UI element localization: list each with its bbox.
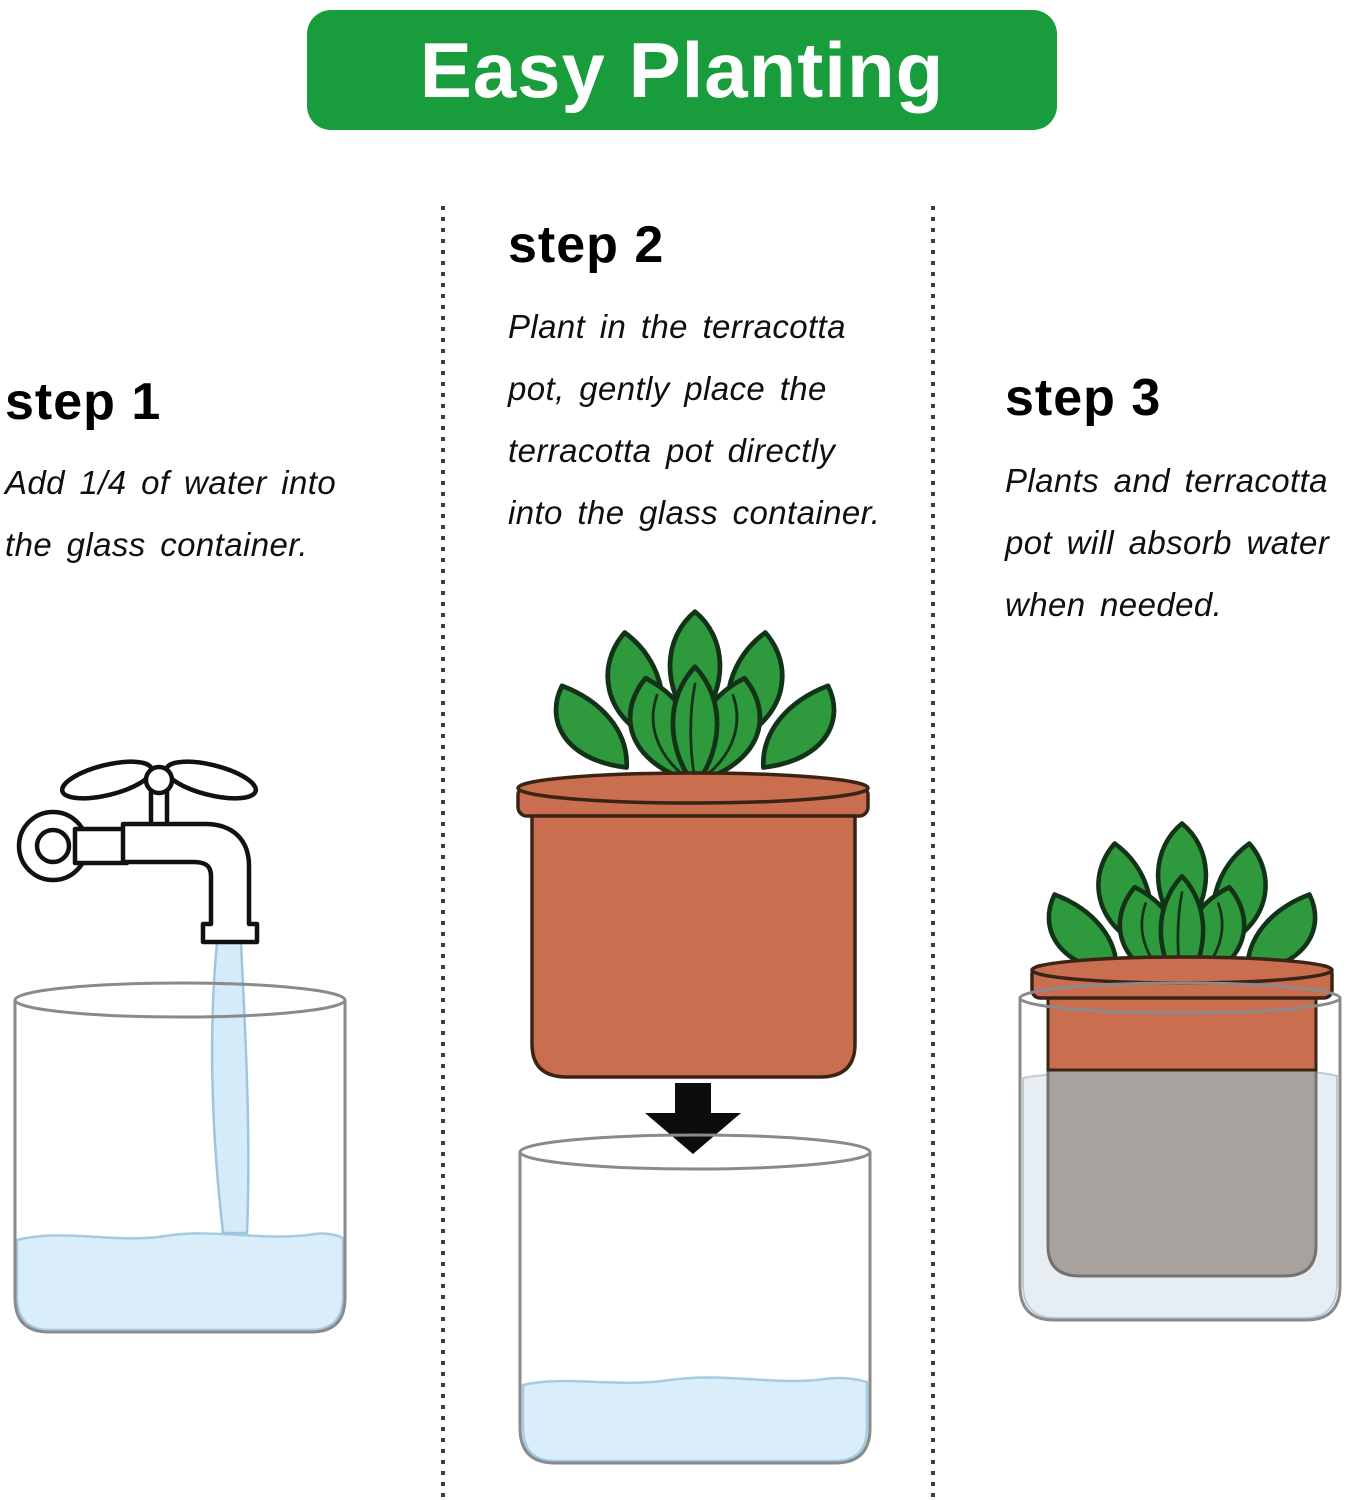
down-arrow-icon: [645, 1083, 741, 1154]
column-divider-left: [441, 206, 445, 1500]
column-divider-right: [931, 206, 935, 1500]
glass-container: [13, 981, 347, 1334]
glass-container: [1018, 981, 1342, 1322]
step3-line-2: pot will absorb water: [1005, 524, 1330, 561]
step3-description: Plants and terracotta pot will absorb wa…: [1005, 450, 1329, 636]
step3-heading: step 3: [1005, 369, 1162, 427]
step2-line-4: into the glass container.: [508, 494, 881, 531]
step2-line-2: pot, gently place the: [508, 370, 827, 407]
step2-description: Plant in the terracotta pot, gently plac…: [508, 296, 880, 544]
step1-line-2: the glass container.: [5, 526, 308, 563]
terracotta-pot-rim: [1030, 955, 1334, 1000]
submerged-pot-section: [1046, 1068, 1318, 1278]
step2-line-1: Plant in the terracotta: [508, 308, 846, 345]
water-in-glass: [521, 1376, 869, 1463]
step2-heading: step 2: [508, 216, 665, 274]
step1-heading: step 1: [5, 373, 162, 431]
faucet-filling-glass-illustration: [13, 759, 347, 1334]
step3-line-1: Plants and terracotta: [1005, 462, 1328, 499]
faucet-icon: [16, 759, 260, 945]
page-title: Easy Planting: [419, 25, 945, 114]
step2-line-3: terracotta pot directly: [508, 432, 836, 469]
step1-description: Add 1/4 of water into the glass containe…: [5, 452, 336, 576]
title-banner: Easy Planting: [307, 10, 1057, 130]
pot-into-glass-illustration: [516, 600, 872, 1465]
assembled-planter-illustration: [1018, 810, 1342, 1322]
water-in-glass: [15, 1232, 345, 1332]
step3-line-3: when needed.: [1005, 586, 1223, 623]
succulent-icon: [556, 612, 834, 787]
glass-container: [518, 1133, 872, 1465]
step1-line-1: Add 1/4 of water into: [5, 464, 337, 501]
terracotta-pot: [516, 771, 870, 1079]
